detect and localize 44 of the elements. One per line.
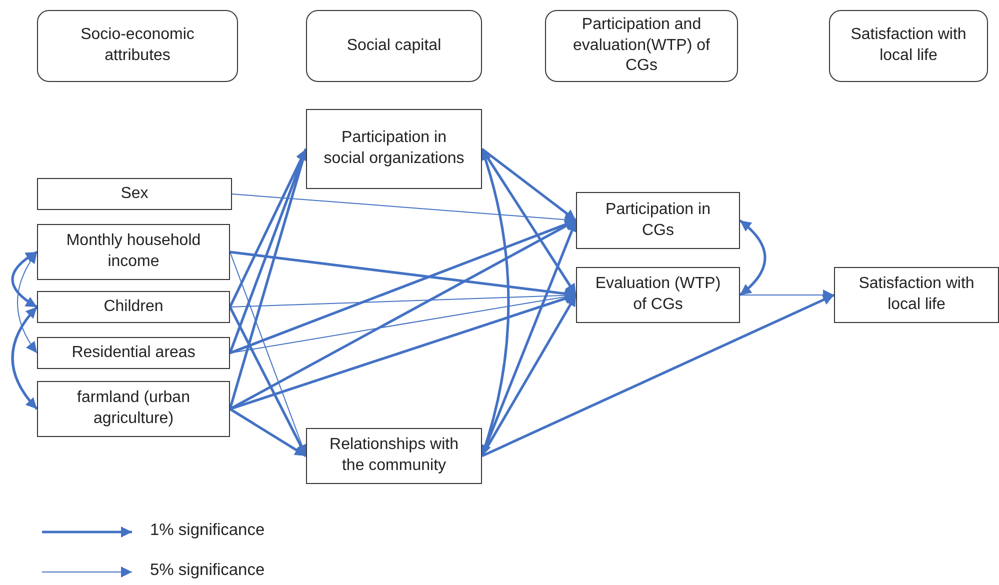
legend-label: 1% significance [150, 521, 265, 540]
curved-arrow [11, 306, 38, 410]
node-label: Participation and evaluation(WTP) of CGs [572, 14, 711, 76]
node-label: Evaluation (WTP) of CGs [594, 274, 722, 315]
variable-box [37, 178, 232, 210]
arrow [480, 148, 578, 296]
arrow [228, 148, 308, 354]
arrow [228, 148, 308, 308]
variable-box [37, 291, 230, 323]
variable-box [834, 267, 999, 323]
node-label: Relationships with the community [328, 435, 460, 476]
node-label: Sex [120, 184, 148, 204]
node-label: Socio-economic attributes [80, 25, 196, 66]
legend-label: 5% significance [150, 561, 265, 580]
node-label: Children [104, 296, 164, 317]
arrow [229, 408, 307, 458]
column-heading-box [37, 10, 238, 82]
curved-arrow [739, 220, 766, 296]
arrow [228, 306, 308, 457]
node-label: farmland (urban agriculture) [76, 388, 191, 429]
node-label: Social capital [346, 36, 442, 56]
node-label: Residential areas [72, 342, 196, 363]
variable-box [576, 267, 740, 323]
column-heading-box [306, 10, 482, 82]
variable-box [576, 192, 740, 249]
variable-box [37, 381, 230, 437]
arrow [740, 290, 834, 300]
variable-box [37, 337, 230, 369]
arrow [230, 293, 576, 410]
curved-arrow [17, 252, 38, 354]
node-label: Participation in CGs [604, 200, 712, 240]
variable-box [37, 224, 230, 280]
node-label: Satisfaction with local life [858, 274, 976, 315]
arrow [481, 148, 577, 222]
node-label: Participation in social organizations [322, 128, 466, 169]
arrow [228, 148, 308, 410]
node-label: Satisfaction with local life [850, 25, 968, 66]
column-heading-box [829, 10, 988, 82]
arrow [481, 294, 835, 458]
column-heading-box [545, 10, 738, 82]
variable-box [306, 109, 482, 189]
node-label: Monthly household income [65, 231, 202, 272]
curved-arrow [11, 250, 38, 308]
variable-box [306, 428, 482, 484]
